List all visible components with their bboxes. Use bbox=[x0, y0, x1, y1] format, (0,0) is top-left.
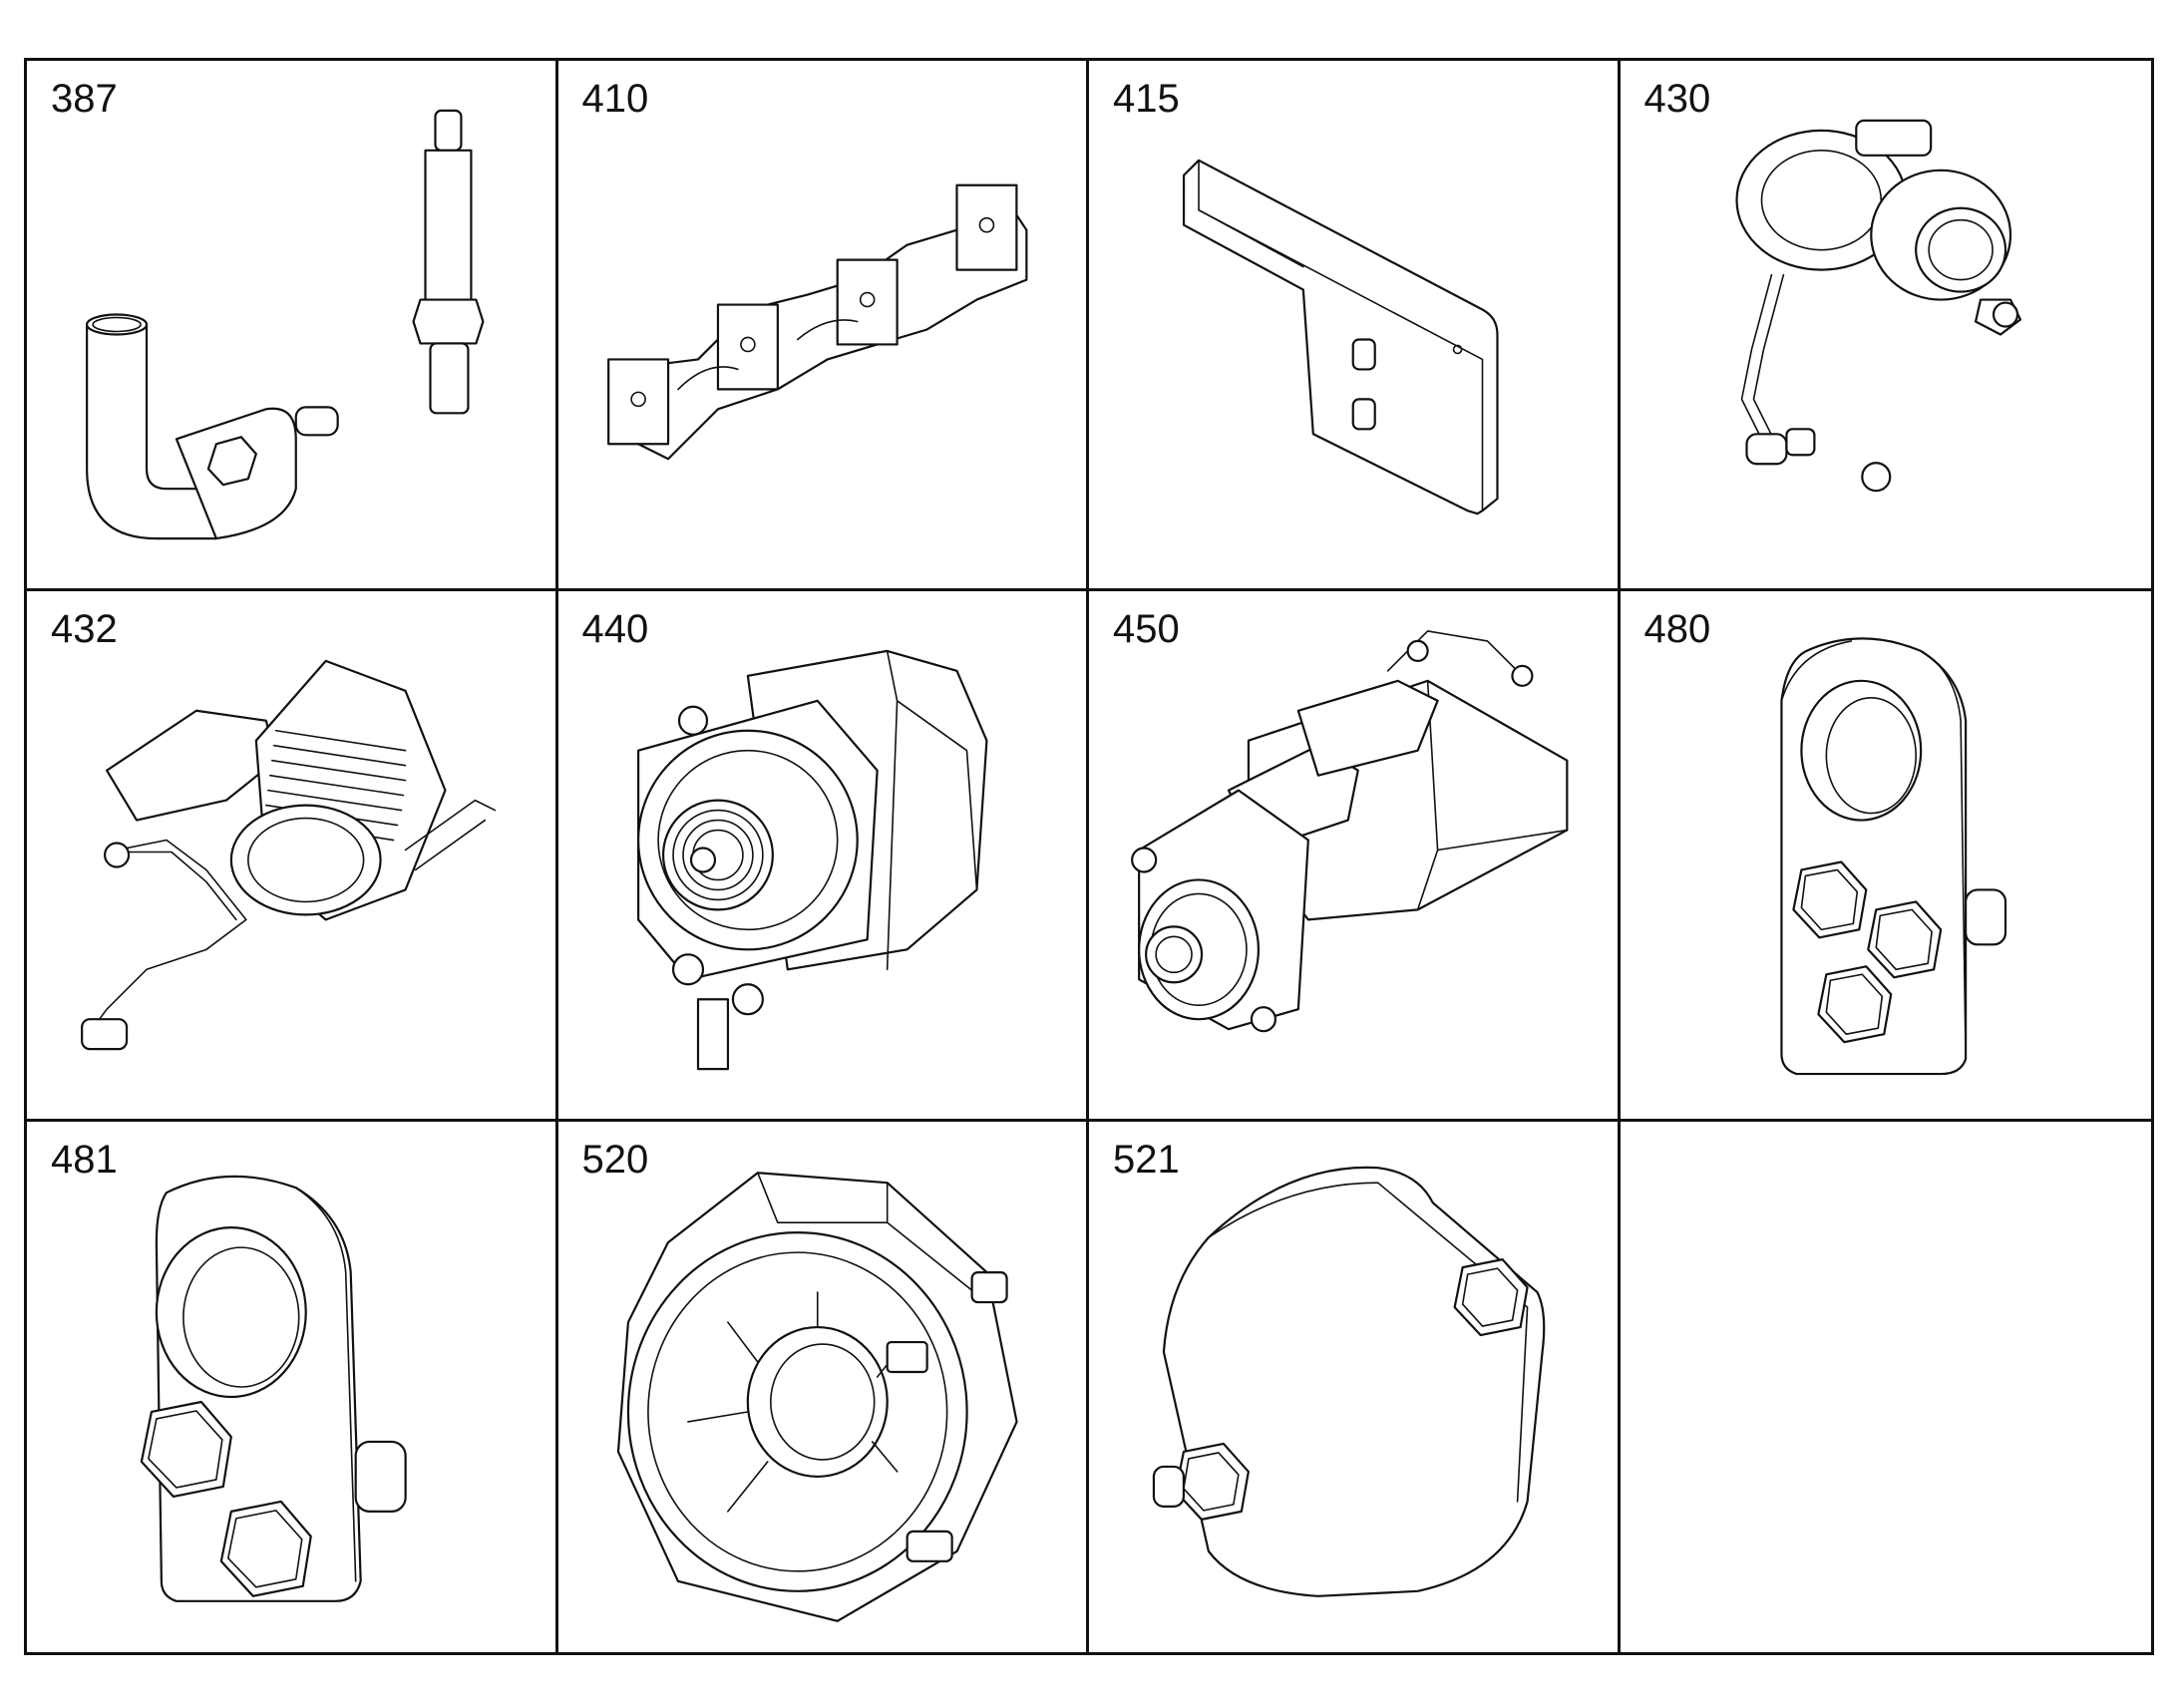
part-cell-387[interactable]: 387 bbox=[27, 61, 558, 591]
part-number: 521 bbox=[1113, 1138, 1180, 1182]
part-cell-450[interactable]: 450 bbox=[1089, 591, 1621, 1122]
part-cell-480[interactable]: 480 bbox=[1620, 591, 2152, 1122]
part-cell-520[interactable]: 520 bbox=[558, 1122, 1089, 1652]
exhaust-manifold-icon bbox=[558, 61, 1087, 588]
egr-valve-assembly-icon bbox=[27, 591, 555, 1119]
pipe-elbow-and-pin-icon bbox=[27, 61, 555, 588]
lifting-eye-two-bolts-icon bbox=[27, 1122, 555, 1652]
part-number: 410 bbox=[581, 77, 649, 121]
part-number: 520 bbox=[581, 1138, 649, 1182]
part-number: 430 bbox=[1643, 77, 1711, 121]
part-cell-410[interactable]: 410 bbox=[557, 61, 1089, 591]
part-number: 415 bbox=[1113, 77, 1180, 121]
turbocharger-icon bbox=[1621, 61, 2152, 588]
part-number: 440 bbox=[581, 607, 649, 651]
starter-motor-icon bbox=[1089, 591, 1618, 1119]
flywheel-housing-icon bbox=[558, 1122, 1087, 1652]
heat-shield-bracket-icon bbox=[1089, 61, 1618, 588]
part-cell-430[interactable]: 430 bbox=[1620, 61, 2152, 591]
alternator-icon bbox=[558, 591, 1087, 1119]
part-cell-415[interactable]: 415 bbox=[1089, 61, 1621, 591]
part-cell-521[interactable]: 521 bbox=[1089, 1122, 1621, 1652]
lifting-eye-three-bolts-icon bbox=[1621, 591, 2152, 1119]
part-number: 481 bbox=[51, 1138, 118, 1182]
cover-plate-icon bbox=[1089, 1122, 1618, 1652]
parts-grid: 387 410 bbox=[24, 58, 2154, 1655]
part-cell-440[interactable]: 440 bbox=[557, 591, 1089, 1122]
part-number: 480 bbox=[1643, 607, 1711, 651]
empty-cell bbox=[1621, 1122, 2152, 1652]
part-number: 387 bbox=[51, 77, 118, 121]
part-cell-432[interactable]: 432 bbox=[27, 591, 558, 1122]
part-cell-481[interactable]: 481 bbox=[27, 1122, 558, 1652]
part-number: 432 bbox=[51, 607, 118, 651]
part-number: 450 bbox=[1113, 607, 1180, 651]
